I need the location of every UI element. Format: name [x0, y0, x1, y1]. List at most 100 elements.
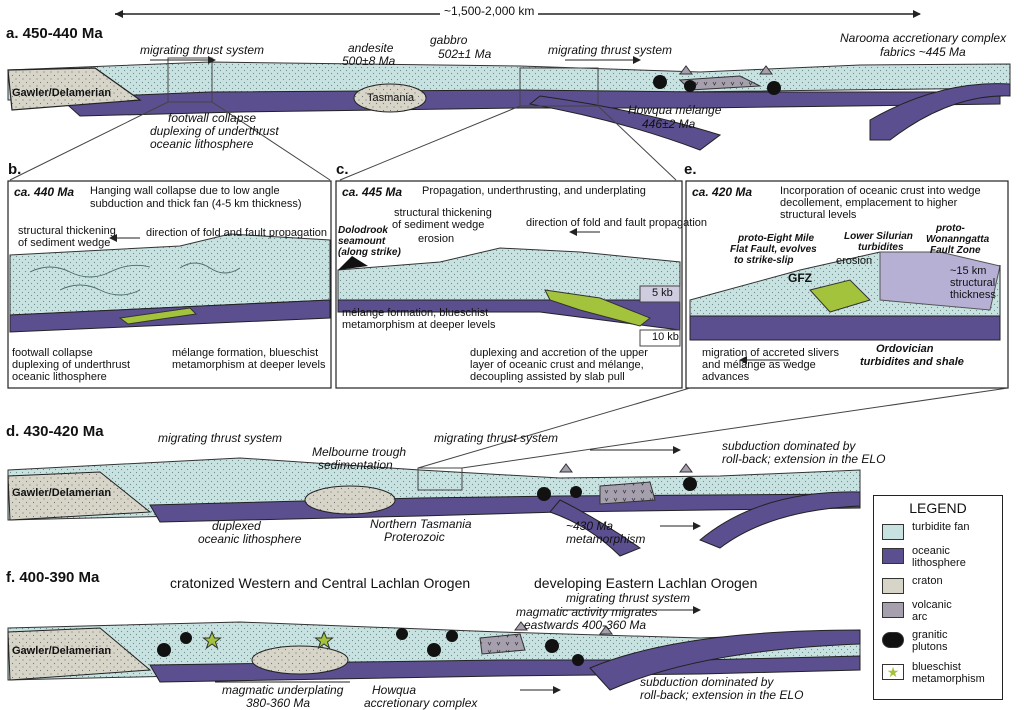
legend-item-arc: volcanic arc [882, 599, 1000, 626]
panel-c-kb10: 10 kb [652, 331, 679, 343]
panel-f-dev: developing Eastern Lachlan Orogen [534, 575, 758, 591]
legend-item-plutons: granitic plutons [882, 629, 1000, 656]
panel-e-age: ca. 420 Ma [692, 185, 753, 199]
panel-d-meta-1: ~430 Ma [566, 519, 614, 533]
pluton-symbol-icon [882, 632, 904, 648]
panel-c-dolo-2: seamount [338, 236, 386, 247]
panel-e-label: e. [684, 161, 697, 178]
legend: LEGEND turbidite fan oceanic lithosphere… [873, 495, 1003, 700]
panel-d-ntas-2: Proterozoic [384, 530, 445, 544]
panel-f-mag-2: eastwards 400-360 Ma [524, 618, 647, 632]
panel-a-andesite-1: andesite [348, 41, 394, 55]
panel-b-heading-2: subduction and thick fan (4-5 km thickne… [90, 198, 302, 210]
panel-e-km-1: ~15 km [950, 265, 987, 277]
dotted-swatch-icon [882, 524, 904, 540]
legend-item-oceanic: oceanic lithosphere [882, 545, 1000, 572]
panel-b-foot-1: footwall collapse [12, 347, 93, 359]
panel-d-thrust1: migrating thrust system [158, 431, 283, 445]
panel-a-footwall-3: oceanic lithosphere [150, 137, 254, 151]
panel-e-gfz: GFZ [788, 271, 812, 285]
panel-a-footwall-2: duplexing of underthrust [150, 124, 279, 138]
panel-c-melange-2: metamorphism at deeper levels [342, 319, 496, 331]
panel-f-left-block: Gawler/Delamerian [12, 645, 112, 657]
panel-f-under-1: magmatic underplating [222, 683, 344, 697]
panel-e-box [685, 180, 1009, 389]
panel-b-thick-1: structural thickening [18, 225, 116, 237]
panel-d-dup-2: oceanic lithosphere [198, 532, 302, 546]
panel-e-heading-2: decollement, emplacement to higher [780, 197, 958, 209]
panel-f-sub-2: roll-back; extension in the ELO [640, 688, 804, 702]
panel-e-erosion: erosion [836, 255, 873, 267]
panel-d-melb-2: sedimentation [318, 458, 393, 472]
panel-e-won-3: Fault Zone [930, 245, 981, 256]
panel-c-heading: Propagation, underthrusting, and underpl… [422, 185, 646, 197]
panel-c-age: ca. 445 Ma [342, 185, 403, 199]
scale-label: ~1,500-2,000 km [440, 5, 539, 18]
panel-c-dolo-1: Dolodrook [338, 225, 388, 236]
panel-d-sub-1: subduction dominated by [722, 439, 856, 453]
panel-a-howqua-2: 446±2 Ma [642, 117, 696, 131]
panel-c-thick-2: of sediment wedge [392, 219, 485, 231]
panel-e-won-1: proto- [936, 223, 965, 234]
panel-c-kb5: 5 kb [652, 287, 673, 299]
panel-d-left-block: Gawler/Delamerian [12, 487, 112, 499]
panel-a-howqua-1: Howqua mélange [628, 103, 722, 117]
panel-c-dup-3: decoupling assisted by slab pull [470, 371, 625, 383]
panel-f-thrust: migrating thrust system [566, 591, 691, 605]
panel-a-andesite-2: 500±8 Ma [342, 54, 396, 68]
panel-d-sub-2: roll-back; extension in the ELO [722, 452, 886, 466]
panel-b-foot-2: duplexing of underthrust [12, 359, 131, 371]
panel-c-dolo-3: (along strike) [338, 247, 401, 258]
legend-item-turbidite: turbidite fan [882, 521, 1000, 548]
panel-a-narooma-1: Narooma accretionary complex [840, 31, 1007, 45]
panel-f-under-2: 380-360 Ma [246, 696, 311, 710]
panel-e-mig-3: advances [702, 371, 750, 383]
panel-a-gabbro-2: 502±1 Ma [438, 47, 492, 61]
panel-c-dup-2: layer of oceanic crust and mélange, [470, 359, 644, 371]
panel-a-left-block: Gawler/Delamerian [12, 87, 112, 99]
star-symbol-icon: ★ [882, 664, 904, 680]
panel-c-direction: direction of fold and fault propagation [526, 217, 708, 229]
panel-f-sub-1: subduction dominated by [640, 675, 774, 689]
legend-label-plutons: granitic plutons [912, 629, 948, 653]
panel-d-label: d. 430-420 Ma [6, 423, 104, 440]
panel-a-narooma-2: fabrics ~445 Ma [880, 45, 966, 59]
panel-e-heading-3: structural levels [780, 209, 857, 221]
panel-d-thrust2: migrating thrust system [434, 431, 559, 445]
panel-b-melange-1: mélange formation, blueschist [172, 347, 319, 359]
legend-label-oceanic: oceanic lithosphere [912, 545, 966, 569]
legend-item-blueschist: ★ blueschist metamorphism [882, 661, 1000, 688]
panel-a-section [7, 56, 1011, 181]
panel-b-direction: direction of fold and fault propagation [146, 227, 328, 239]
panel-c-box [335, 180, 683, 389]
panel-e-ord-2: turbidites and shale [860, 356, 964, 368]
panel-f-label: f. 400-390 Ma [6, 569, 100, 586]
panel-e-mig-1: migration of accreted slivers [702, 347, 839, 359]
panel-e-heading-1: Incorporation of oceanic crust into wedg… [780, 185, 981, 197]
panel-f-mag-1: magmatic activity migrates [516, 605, 658, 619]
panel-b-thick-2: of sediment wedge [18, 237, 111, 249]
panel-e-won-2: Wonanngatta [926, 234, 990, 245]
panel-f-crat: cratonized Western and Central Lachlan O… [170, 575, 471, 591]
panel-d-ntas-1: Northern Tasmania [370, 517, 472, 531]
panel-c-thick-1: structural thickening [394, 207, 492, 219]
panel-b-age: ca. 440 Ma [14, 185, 75, 199]
panel-e-km-2: structural [950, 277, 996, 289]
panel-b-label: b. [8, 161, 22, 178]
v-swatch-icon [882, 602, 904, 618]
panel-a-footwall-1: footwall collapse [168, 111, 257, 125]
panel-f-howqua-2: accretionary complex [364, 696, 478, 710]
panel-a-thrust: migrating thrust system [140, 43, 265, 57]
panel-a-tasmania: Tasmania [367, 92, 415, 104]
panel-d-section [7, 387, 1009, 557]
panel-e-mig-2: and mélange as wedge [702, 359, 816, 371]
panel-c-dup-1: duplexing and accretion of the upper [470, 347, 648, 359]
panel-e-lsil-1: Lower Silurian [844, 231, 913, 242]
panel-b-foot-3: oceanic lithosphere [12, 371, 107, 383]
panel-c-label: c. [336, 161, 349, 178]
panel-a-gabbro-1: gabbro [430, 33, 468, 47]
dotted-swatch-icon [882, 578, 904, 594]
panel-e-eight-3: to strike-slip [734, 255, 794, 266]
panel-c-melange-1: mélange formation, blueschist [342, 307, 489, 319]
